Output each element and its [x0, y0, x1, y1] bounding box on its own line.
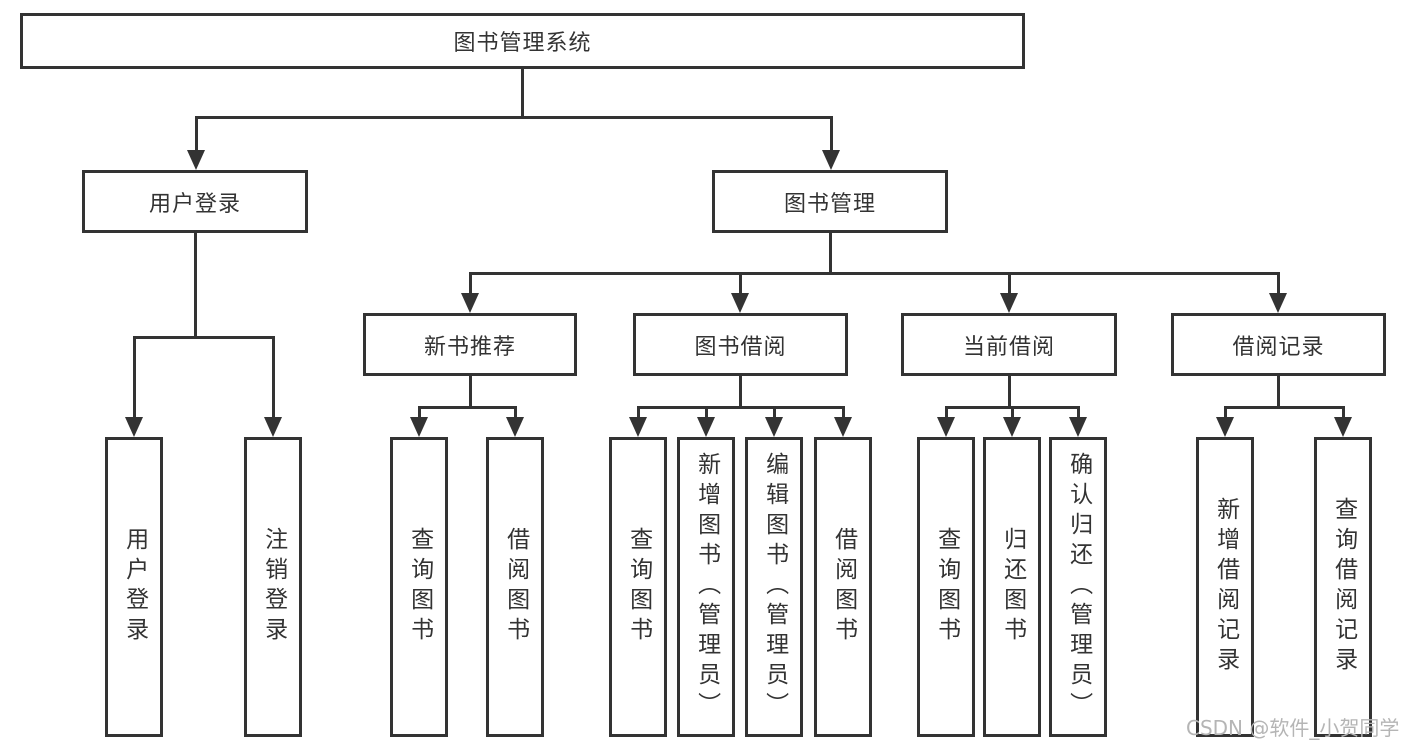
connector-line	[418, 406, 421, 418]
leaf-label: 借阅图书	[830, 527, 857, 647]
leaf-label: 查询借阅记录	[1330, 497, 1357, 677]
leaf-query-books: 查询图书	[609, 437, 667, 737]
arrowhead-down-icon	[1334, 417, 1352, 437]
leaf-label: 查询图书	[625, 527, 652, 647]
arrowhead-down-icon	[1216, 417, 1234, 437]
node-new-book-recommendation: 新书推荐	[363, 313, 577, 376]
arrowhead-down-icon	[765, 417, 783, 437]
connector-line	[1277, 376, 1280, 409]
connector-line	[133, 336, 274, 339]
leaf-label: 用户登录	[121, 527, 148, 647]
node-label: 图书管理	[783, 191, 876, 217]
csdn-watermark: CSDN @软件_小贺同学	[1186, 716, 1400, 740]
leaf-add-borrow-record: 新增借阅记录	[1196, 437, 1254, 737]
leaf-label: 查询图书	[406, 527, 433, 647]
connector-line	[469, 376, 472, 409]
arrowhead-down-icon	[822, 150, 840, 170]
leaf-add-books-admin: 新增图书（管理员）	[677, 437, 735, 737]
leaf-query-books: 查询图书	[917, 437, 975, 737]
leaf-label: 借阅图书	[502, 527, 529, 647]
connector-line	[1077, 406, 1080, 418]
arrowhead-down-icon	[461, 293, 479, 313]
leaf-label: 注销登录	[260, 527, 287, 647]
connector-line	[195, 116, 198, 152]
leaf-query-books: 查询图书	[390, 437, 448, 737]
node-borrowing-records: 借阅记录	[1171, 313, 1386, 376]
arrowhead-down-icon	[731, 293, 749, 313]
connector-line	[842, 406, 845, 418]
node-library-management-system: 图书管理系统	[20, 13, 1025, 69]
connector-line	[1008, 272, 1011, 294]
connector-line	[1342, 406, 1345, 418]
connector-line	[469, 272, 1279, 275]
leaf-edit-books-admin: 编辑图书（管理员）	[745, 437, 803, 737]
connector-line	[945, 406, 948, 418]
arrowhead-down-icon	[697, 417, 715, 437]
connector-line	[637, 406, 640, 418]
connector-line	[418, 406, 516, 409]
node-label: 当前借阅	[962, 334, 1055, 360]
connector-line	[829, 233, 832, 275]
connector-line	[272, 336, 275, 418]
connector-line	[133, 336, 136, 418]
arrowhead-down-icon	[629, 417, 647, 437]
arrowhead-down-icon	[410, 417, 428, 437]
leaf-user-login: 用户登录	[105, 437, 163, 737]
arrowhead-down-icon	[506, 417, 524, 437]
connector-line	[194, 233, 197, 339]
connector-line	[1224, 406, 1344, 409]
leaf-query-borrow-record: 查询借阅记录	[1314, 437, 1372, 737]
connector-line	[705, 406, 708, 418]
node-current-borrowing: 当前借阅	[901, 313, 1117, 376]
arrowhead-down-icon	[187, 150, 205, 170]
connector-line	[739, 376, 742, 409]
leaf-label: 编辑图书（管理员）	[761, 452, 788, 722]
leaf-confirm-return-admin: 确认归还（管理员）	[1049, 437, 1107, 737]
arrowhead-down-icon	[1069, 417, 1087, 437]
leaf-borrow-books: 借阅图书	[486, 437, 544, 737]
node-label: 借阅记录	[1232, 334, 1325, 360]
leaf-label: 新增图书（管理员）	[693, 452, 720, 722]
arrowhead-down-icon	[1003, 417, 1021, 437]
connector-line	[1008, 376, 1011, 409]
leaf-logout: 注销登录	[244, 437, 302, 737]
leaf-label: 新增借阅记录	[1212, 497, 1239, 677]
leaf-label: 确认归还（管理员）	[1065, 452, 1092, 722]
connector-line	[830, 116, 833, 152]
arrowhead-down-icon	[125, 417, 143, 437]
connector-line	[521, 69, 524, 118]
connector-line	[637, 406, 844, 409]
leaf-return-books: 归还图书	[983, 437, 1041, 737]
node-label: 图书管理系统	[453, 31, 592, 56]
node-book-borrowing: 图书借阅	[633, 313, 848, 376]
leaf-label: 查询图书	[933, 527, 960, 647]
arrowhead-down-icon	[1269, 293, 1287, 313]
leaf-label: 归还图书	[999, 527, 1026, 647]
connector-line	[469, 272, 472, 294]
node-label: 图书借阅	[694, 334, 787, 360]
node-book-management: 图书管理	[712, 170, 948, 233]
arrowhead-down-icon	[264, 417, 282, 437]
node-label: 用户登录	[148, 191, 241, 217]
connector-line	[739, 272, 742, 294]
node-label: 新书推荐	[423, 334, 516, 360]
connector-line	[1011, 406, 1014, 418]
node-user-login: 用户登录	[82, 170, 308, 233]
connector-line	[514, 406, 517, 418]
arrowhead-down-icon	[1000, 293, 1018, 313]
connector-line	[195, 116, 833, 119]
arrowhead-down-icon	[834, 417, 852, 437]
connector-line	[1277, 272, 1280, 294]
connector-line	[773, 406, 776, 418]
connector-line	[1224, 406, 1227, 418]
arrowhead-down-icon	[937, 417, 955, 437]
leaf-borrow-books: 借阅图书	[814, 437, 872, 737]
